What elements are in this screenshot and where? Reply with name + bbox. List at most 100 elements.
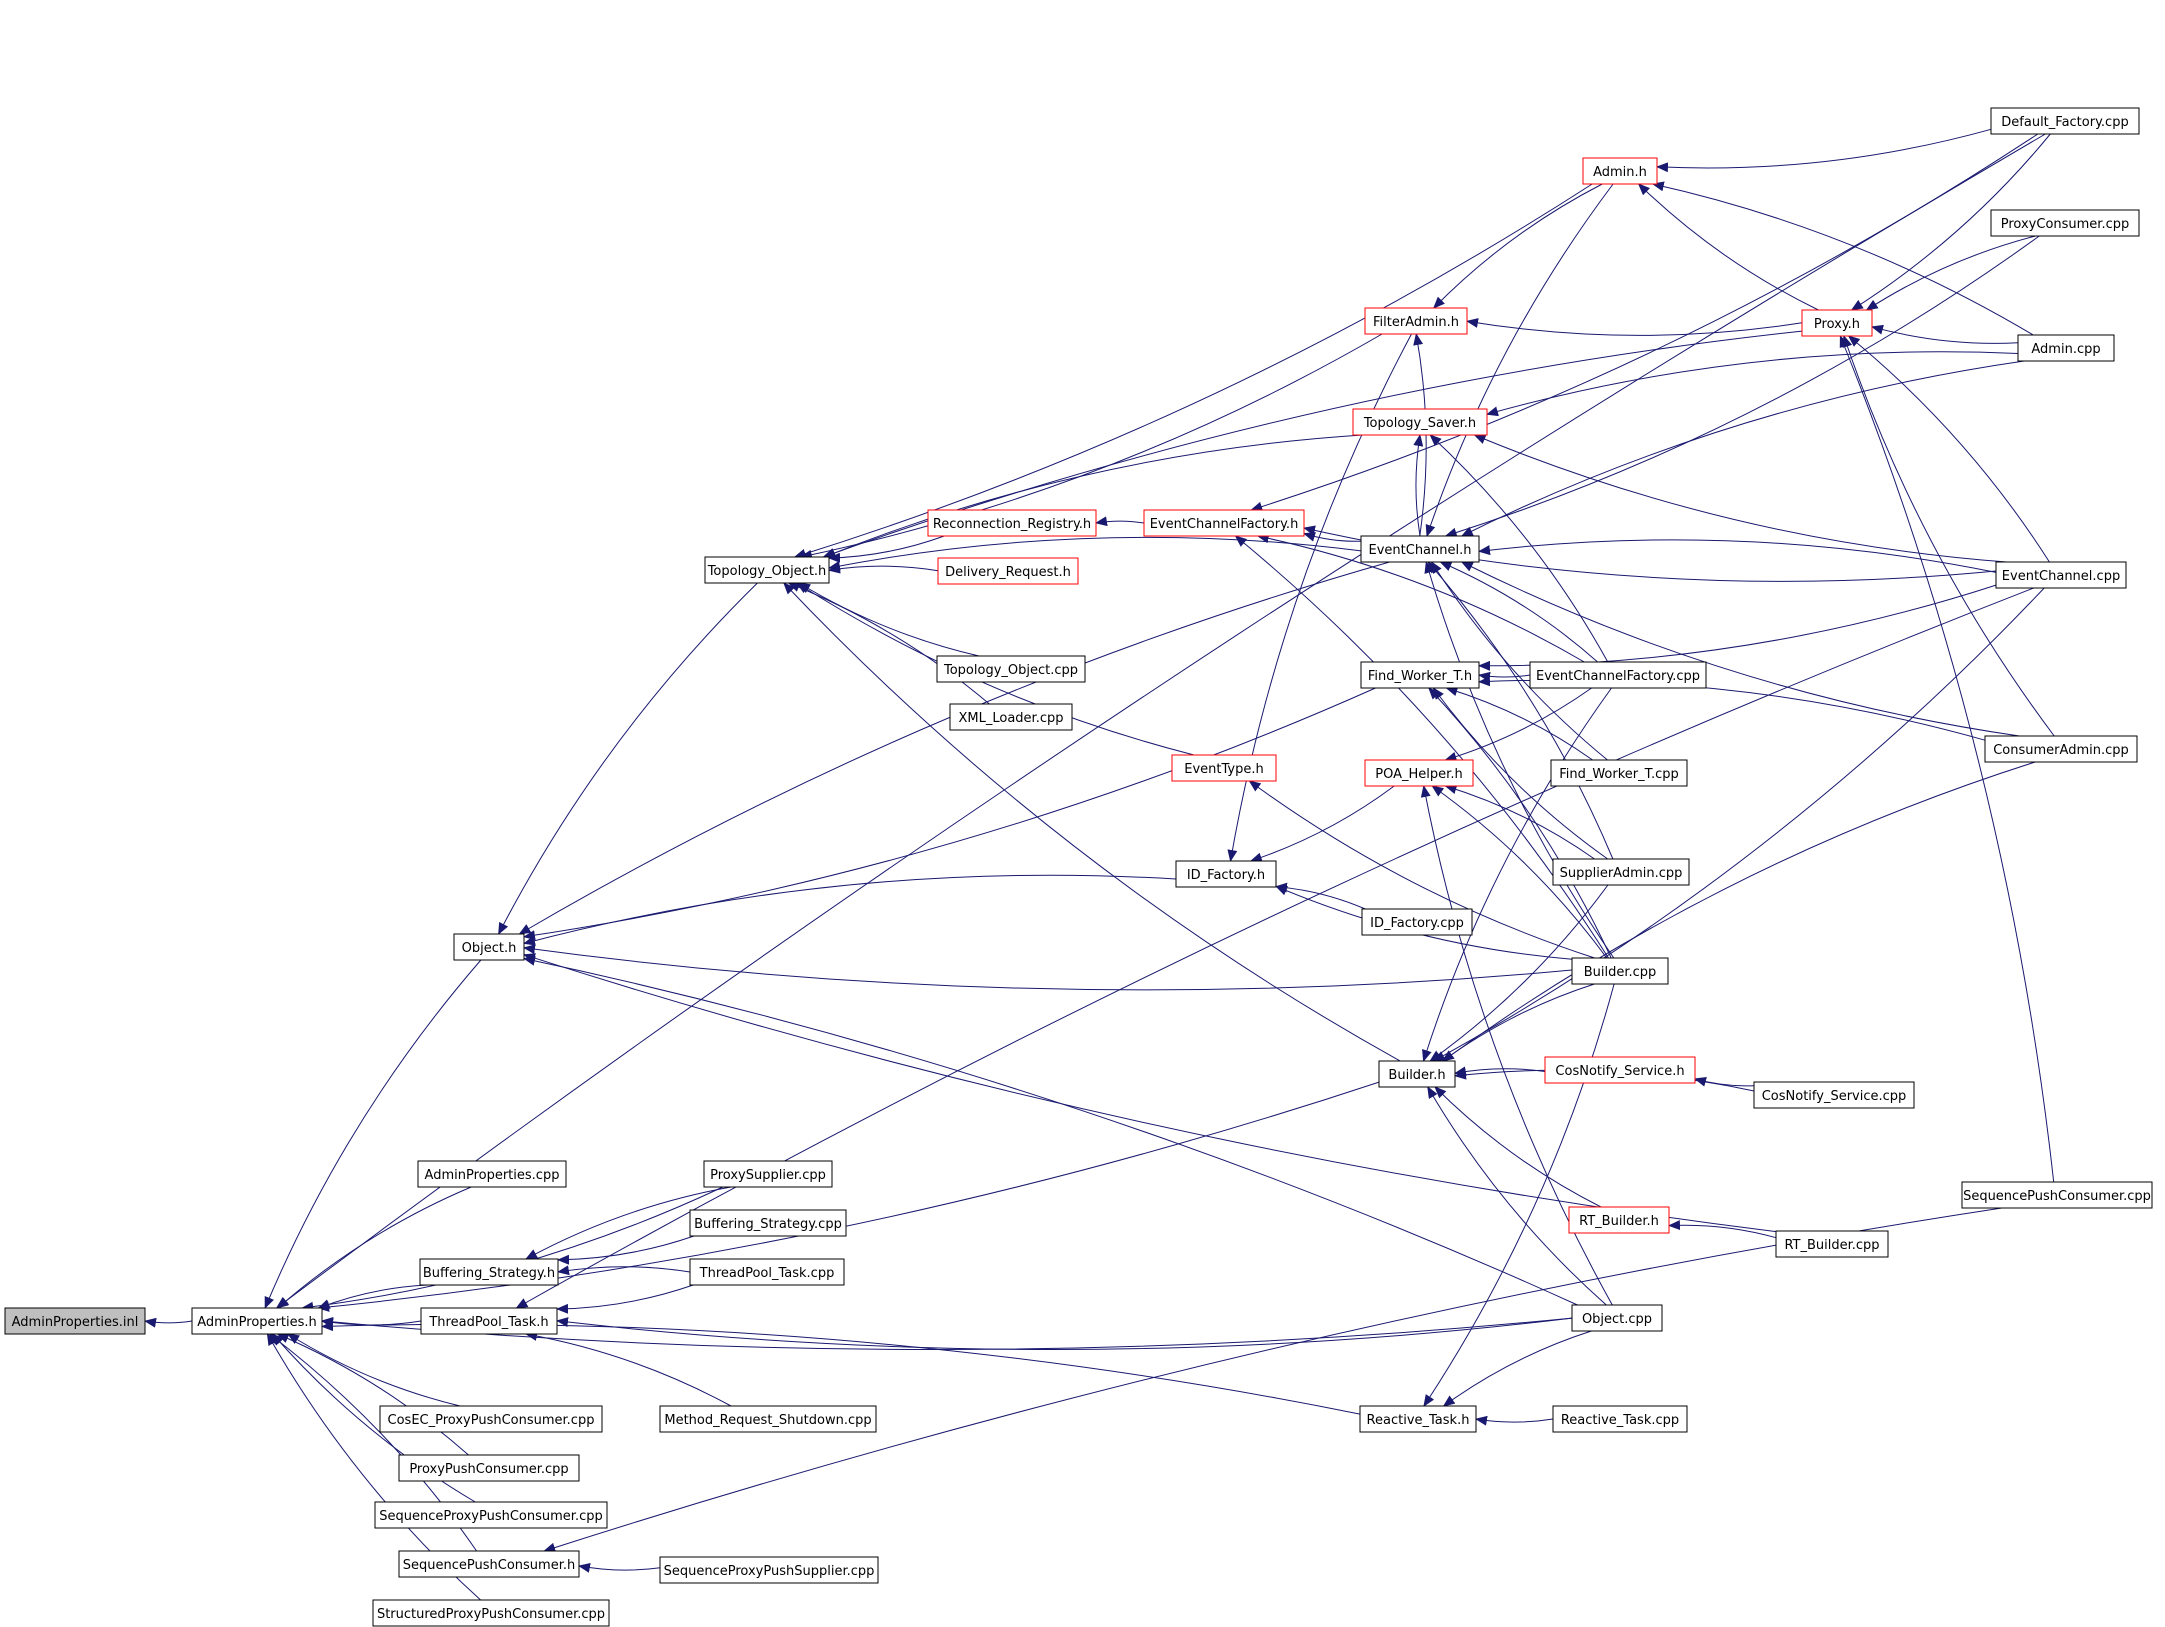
node-method-request-shutdown-cpp[interactable]: Method_Request_Shutdown.cpp bbox=[659, 1405, 877, 1433]
node-builder-cpp[interactable]: Builder.cpp bbox=[1571, 957, 1669, 985]
node-box bbox=[379, 1405, 603, 1433]
node-sequenceproxypushsupplier-cpp[interactable]: SequenceProxyPushSupplier.cpp bbox=[659, 1556, 879, 1584]
node-threadpool-task-h[interactable]: ThreadPool_Task.h bbox=[420, 1307, 558, 1335]
node-supplieradmin-cpp[interactable]: SupplierAdmin.cpp bbox=[1552, 858, 1690, 886]
node-proxypushconsumer-cpp[interactable]: ProxyPushConsumer.cpp bbox=[398, 1454, 580, 1482]
node-reactive-task-cpp[interactable]: Reactive_Task.cpp bbox=[1552, 1405, 1688, 1433]
node-proxysupplier-cpp[interactable]: ProxySupplier.cpp bbox=[703, 1160, 833, 1188]
node-label: Reactive_Task.cpp bbox=[1561, 1413, 1679, 1428]
node-label: Method_Request_Shutdown.cpp bbox=[664, 1413, 871, 1428]
edge-sequenceproxypushsupplier-cpp-to-sequencepushconsumer-h bbox=[578, 1562, 661, 1573]
node-label: ConsumerAdmin.cpp bbox=[1993, 743, 2129, 758]
node-buffering-strategy-h[interactable]: Buffering_Strategy.h bbox=[419, 1258, 559, 1286]
edge-rt-builder-h-to-builder-h bbox=[1434, 1086, 1602, 1208]
node-object-h[interactable]: Object.h bbox=[453, 933, 525, 961]
edge-eventchannel-cpp-to-eventchannel-h bbox=[1478, 539, 1997, 573]
edge-filteradmin-h-to-topology-object-h bbox=[799, 333, 1383, 560]
edge-admin-cpp-to-proxy-h bbox=[1871, 324, 2019, 344]
node-rt-builder-h[interactable]: RT_Builder.h bbox=[1568, 1206, 1670, 1234]
node-builder-h[interactable]: Builder.h bbox=[1378, 1060, 1456, 1088]
node-threadpool-task-cpp[interactable]: ThreadPool_Task.cpp bbox=[689, 1258, 845, 1286]
node-box bbox=[1359, 1405, 1477, 1433]
edge-eventchannelfactory-cpp-to-eventchannelfactory-h bbox=[1256, 533, 1585, 663]
node-adminproperties-cpp[interactable]: AdminProperties.cpp bbox=[417, 1160, 567, 1188]
edge-builder-cpp-to-find-worker-t-h bbox=[1428, 687, 1612, 959]
edge-topology-object-h-to-object-h bbox=[498, 582, 758, 935]
node-box bbox=[1995, 561, 2127, 589]
node-label: EventChannelFactory.h bbox=[1150, 517, 1299, 532]
node-default-factory-cpp[interactable]: Default_Factory.cpp bbox=[1990, 107, 2140, 135]
node-topology-object-h[interactable]: Topology_Object.h bbox=[704, 556, 830, 584]
node-poa-helper-h[interactable]: POA_Helper.h bbox=[1364, 759, 1474, 787]
node-box bbox=[1361, 908, 1473, 936]
node-label: Reactive_Task.h bbox=[1367, 1413, 1470, 1428]
node-label: SequencePushConsumer.cpp bbox=[1963, 1189, 2151, 1204]
node-object-cpp[interactable]: Object.cpp bbox=[1571, 1304, 1663, 1332]
node-cosnotify-service-h[interactable]: CosNotify_Service.h bbox=[1544, 1056, 1696, 1084]
node-delivery-request-h[interactable]: Delivery_Request.h bbox=[937, 557, 1079, 585]
node-proxy-h[interactable]: Proxy.h bbox=[1801, 309, 1873, 337]
node-structuredproxypushconsumer-cpp[interactable]: StructuredProxyPushConsumer.cpp bbox=[372, 1599, 610, 1627]
node-id-factory-h[interactable]: ID_Factory.h bbox=[1175, 860, 1277, 888]
node-sequencepushconsumer-cpp[interactable]: SequencePushConsumer.cpp bbox=[1961, 1181, 2153, 1209]
node-label: Default_Factory.cpp bbox=[2001, 115, 2128, 130]
node-sequenceproxypushconsumer-cpp[interactable]: SequenceProxyPushConsumer.cpp bbox=[374, 1501, 608, 1529]
node-box bbox=[1175, 860, 1277, 888]
edge-object-cpp-to-builder-h bbox=[1427, 1086, 1607, 1306]
node-consumeradmin-cpp[interactable]: ConsumerAdmin.cpp bbox=[1984, 735, 2138, 763]
edge-admin-cpp-to-topology-saver-h bbox=[1486, 351, 2019, 417]
node-find-worker-t-h[interactable]: Find_Worker_T.h bbox=[1360, 661, 1480, 689]
edge-threadpool-task-cpp-to-threadpool-task-h bbox=[556, 1284, 694, 1314]
edge-admin-h-to-eventchannel-h bbox=[1425, 183, 1614, 537]
node-box bbox=[417, 1160, 567, 1188]
node-id-factory-cpp[interactable]: ID_Factory.cpp bbox=[1361, 908, 1473, 936]
node-box bbox=[419, 1258, 559, 1286]
node-box bbox=[689, 1258, 845, 1286]
node-cosnotify-service-cpp[interactable]: CosNotify_Service.cpp bbox=[1753, 1081, 1915, 1109]
node-adminproperties-h[interactable]: AdminProperties.h bbox=[191, 1307, 323, 1335]
node-label: EventChannel.cpp bbox=[2002, 569, 2120, 584]
node-rt-builder-cpp[interactable]: RT_Builder.cpp bbox=[1775, 1230, 1889, 1258]
node-reconnection-registry-h[interactable]: Reconnection_Registry.h bbox=[927, 509, 1097, 537]
node-label: Delivery_Request.h bbox=[945, 565, 1071, 580]
node-box bbox=[1360, 535, 1480, 563]
node-box bbox=[1990, 107, 2140, 135]
node-eventchannelfactory-cpp[interactable]: EventChannelFactory.cpp bbox=[1529, 661, 1707, 689]
node-eventchannelfactory-h[interactable]: EventChannelFactory.h bbox=[1143, 509, 1305, 537]
node-find-worker-t-cpp[interactable]: Find_Worker_T.cpp bbox=[1550, 759, 1688, 787]
node-eventtype-h[interactable]: EventType.h bbox=[1171, 754, 1277, 782]
node-box bbox=[2017, 334, 2115, 362]
edge-builder-h-to-adminproperties-h bbox=[317, 1081, 1380, 1312]
edge-eventchannel-cpp-to-builder-h bbox=[1432, 587, 2045, 1062]
node-label: Builder.cpp bbox=[1584, 965, 1657, 980]
edge-builder-cpp-to-poa-helper-h bbox=[1431, 785, 1608, 959]
node-topology-saver-h[interactable]: Topology_Saver.h bbox=[1352, 408, 1488, 436]
node-proxyconsumer-cpp[interactable]: ProxyConsumer.cpp bbox=[1990, 209, 2140, 237]
edge-builder-h-to-topology-object-h bbox=[783, 582, 1401, 1062]
node-buffering-strategy-cpp[interactable]: Buffering_Strategy.cpp bbox=[689, 1209, 847, 1237]
node-cosec-proxypushconsumer-cpp[interactable]: CosEC_ProxyPushConsumer.cpp bbox=[379, 1405, 603, 1433]
node-eventchannel-h[interactable]: EventChannel.h bbox=[1360, 535, 1480, 563]
node-adminproperties-inl[interactable]: AdminProperties.inl bbox=[4, 1307, 146, 1335]
edge-proxyconsumer-cpp-to-proxy-h bbox=[1865, 235, 2036, 311]
node-admin-cpp[interactable]: Admin.cpp bbox=[2017, 334, 2115, 362]
node-eventchannel-cpp[interactable]: EventChannel.cpp bbox=[1995, 561, 2127, 589]
edge-builder-cpp-to-object-h bbox=[523, 944, 1573, 991]
node-box bbox=[372, 1599, 610, 1627]
node-filteradmin-h[interactable]: FilterAdmin.h bbox=[1364, 307, 1468, 335]
node-box bbox=[704, 556, 830, 584]
edge-object-cpp-to-threadpool-task-h bbox=[556, 1317, 1573, 1350]
node-reactive-task-h[interactable]: Reactive_Task.h bbox=[1359, 1405, 1477, 1433]
node-box bbox=[398, 1550, 580, 1578]
node-admin-h[interactable]: Admin.h bbox=[1582, 157, 1658, 185]
node-sequencepushconsumer-h[interactable]: SequencePushConsumer.h bbox=[398, 1550, 580, 1578]
node-label: AdminProperties.cpp bbox=[425, 1168, 560, 1183]
node-box bbox=[1990, 209, 2140, 237]
node-xml-loader-cpp[interactable]: XML_Loader.cpp bbox=[949, 703, 1073, 731]
edge-object-h-to-adminproperties-h bbox=[264, 959, 482, 1309]
node-box bbox=[1568, 1206, 1670, 1234]
edge-eventchannelfactory-h-to-reconnection-registry-h bbox=[1095, 516, 1145, 527]
edge-reactive-task-h-to-adminproperties-h bbox=[321, 1321, 1361, 1415]
node-topology-object-cpp[interactable]: Topology_Object.cpp bbox=[936, 655, 1086, 683]
edge-id-factory-cpp-to-id-factory-h bbox=[1275, 882, 1366, 910]
